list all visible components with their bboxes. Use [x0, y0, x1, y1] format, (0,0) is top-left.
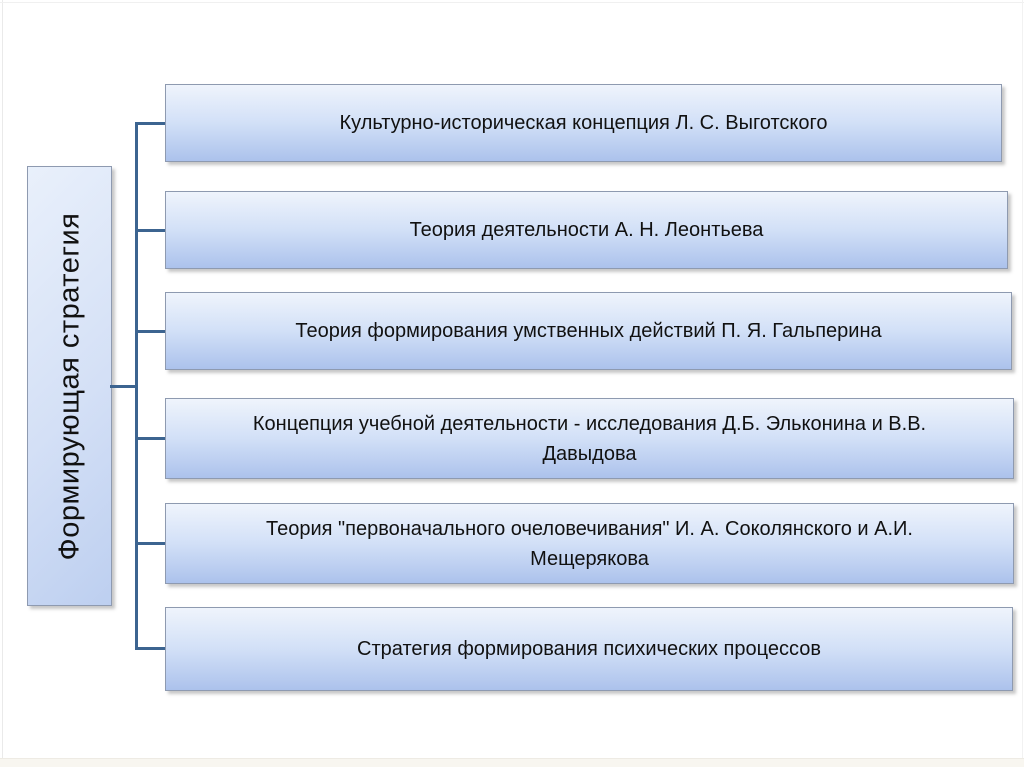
- connector-branch-6: [135, 647, 165, 650]
- connector-branch-2: [135, 229, 165, 232]
- diagram-node-label: Стратегия формирования психических проце…: [357, 638, 821, 660]
- slide-edge-left: [2, 0, 3, 767]
- diagram-node-label: Теория "первоначального очеловечивания" …: [266, 517, 913, 570]
- diagram-node-vygotsky: Культурно-историческая концепция Л. С. В…: [165, 84, 1002, 162]
- diagram-node-galperin: Теория формирования умственных действий …: [165, 292, 1012, 370]
- diagram-node-label: Культурно-историческая концепция Л. С. В…: [339, 112, 828, 134]
- diagram-node-leontiev: Теория деятельности А. Н. Леонтьева: [165, 191, 1008, 269]
- diagram-node-elkonin-davydov: Концепция учебной деятельности - исследо…: [165, 398, 1014, 479]
- diagram-node-label: Теория формирования умственных действий …: [295, 320, 882, 342]
- diagram-node-label: Теория деятельности А. Н. Леонтьева: [409, 219, 764, 241]
- connector-branch-5: [135, 542, 165, 545]
- root-node-label: Формирующая стратегия: [53, 212, 85, 560]
- diagram-node-label: Концепция учебной деятельности - исследо…: [252, 412, 927, 465]
- slide-edge-top: [0, 2, 1024, 3]
- root-node-forming-strategy: Формирующая стратегия: [27, 166, 112, 606]
- connector-branch-1: [135, 122, 165, 125]
- diagram-node-mental-processes-strategy: Стратегия формирования психических проце…: [165, 607, 1013, 691]
- diagram-node-sokolyansky-meshcheryakov: Теория "первоначального очеловечивания" …: [165, 503, 1014, 584]
- connector-root-stub: [110, 385, 135, 388]
- slide-edge-bottom: [0, 758, 1024, 767]
- slide-edge-right: [1022, 0, 1023, 767]
- connector-branch-3: [135, 330, 165, 333]
- connector-trunk: [135, 122, 138, 650]
- connector-branch-4: [135, 437, 165, 440]
